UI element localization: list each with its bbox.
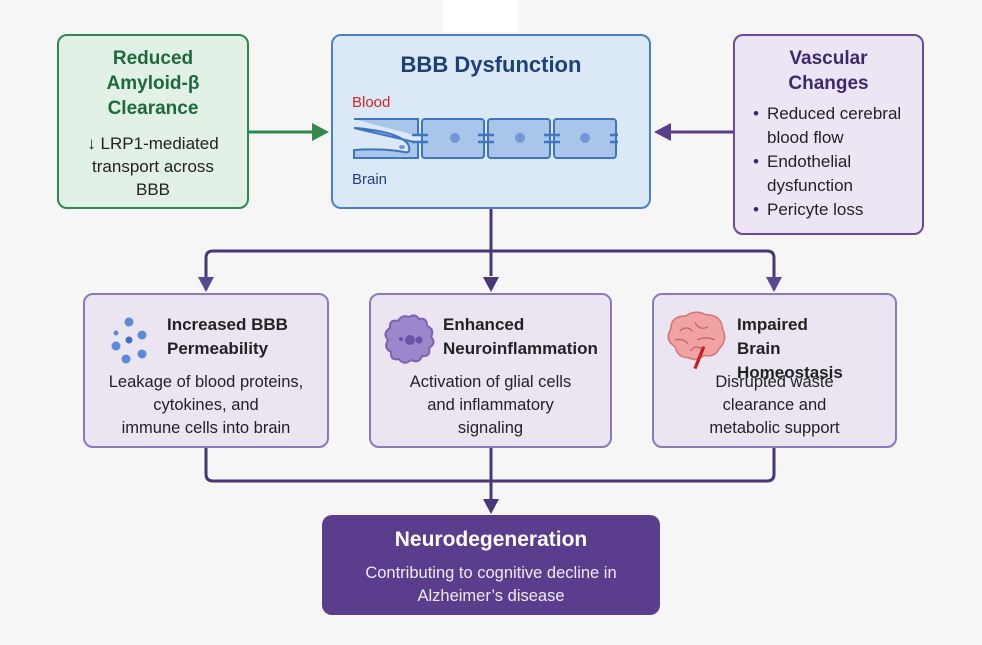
particles-icon [111,317,147,364]
neuroinflammation-box: Enhanced Neuroinflammation Activation of… [369,293,612,448]
amyloid-title: Reduced Amyloid-β Clearance [59,46,247,121]
vascular-list-item: Reduced cerebral blood flow [753,102,914,150]
arrow-amyloid-to-bbb [249,123,329,141]
effect-body-line: Disrupted waste [715,373,834,391]
amyloid-description: ↓ LRP1-mediated transport across BBB [59,132,247,201]
amyloid-title-line: Clearance [107,98,199,119]
top-blank-region [443,0,518,32]
effect-body-line: metabolic support [709,419,840,437]
neurodegeneration-box: Neurodegeneration Contributing to cognit… [322,515,660,615]
effect-body-line: Activation of glial cells [409,373,572,391]
vascular-title-line: Vascular [789,48,868,69]
amyloid-body-line: transport across [92,157,214,176]
effect-body-line: cytokines, and [153,396,259,414]
vascular-list-item: Pericyte loss [753,198,914,222]
vascular-changes-box: Vascular Changes Reduced cerebral blood … [733,34,924,235]
permeability-box: Increased BBB Permeability Leakage of bl… [83,293,329,448]
effect-body-line: clearance and [722,396,827,414]
bbb-dysfunction-box: BBB Dysfunction Blood Brain [331,34,651,209]
effect-title-line: Impaired [737,315,808,334]
effect-title-line: Increased BBB [167,315,288,334]
effect-title-line: Neuroinflammation [443,339,598,358]
effect-body-line: Leakage of blood proteins, [108,373,304,391]
vascular-list: Reduced cerebral blood flow Endothelial … [753,102,914,222]
vascular-title-line: Changes [788,73,869,94]
effect-title-line: Brain Homeostasis [737,339,843,382]
arrow-vascular-to-bbb [654,123,733,141]
endothelial-cells-icon [353,118,618,159]
neuroinflammation-title: Enhanced Neuroinflammation [443,313,604,361]
neurodegeneration-title: Neurodegeneration [394,528,588,551]
glial-cell-icon [384,314,435,364]
effect-body-line: and inflammatory [427,396,554,414]
amyloid-body-line: ↓ LRP1-mediated [87,134,219,153]
amyloid-title-line: Reduced [112,48,194,69]
neuroinflammation-description: Activation of glial cells and inflammato… [371,371,610,440]
brain-label: Brain [352,171,388,188]
bbb-title: BBB Dysfunction [400,52,582,77]
amyloid-body-line: BBB [135,180,171,199]
permeability-description: Leakage of blood proteins, cytokines, an… [85,371,327,440]
effect-body-line: signaling [457,419,524,437]
homeostasis-description: Disrupted waste clearance and metabolic … [654,371,895,440]
neurodegeneration-description: Contributing to cognitive decline in Alz… [322,562,660,608]
outcome-body-line: Contributing to cognitive decline in [365,564,617,582]
blood-label: Blood [352,94,391,111]
effect-body-line: immune cells into brain [121,419,291,437]
arrow-bbb-to-effects [198,209,782,292]
homeostasis-title: Impaired Brain Homeostasis [737,313,889,385]
effect-title-line: Permeability [167,339,269,358]
effect-title-line: Enhanced [443,315,525,334]
amyloid-title-line: Amyloid-β [106,73,200,94]
permeability-title: Increased BBB Permeability [167,313,321,361]
vascular-list-item: Endothelial dysfunction [753,150,914,198]
arrow-effects-to-neurodegeneration [204,448,776,514]
brain-icon [667,311,726,370]
homeostasis-box: Impaired Brain Homeostasis Disrupted was… [652,293,897,448]
amyloid-clearance-box: Reduced Amyloid-β Clearance ↓ LRP1-media… [57,34,249,209]
outcome-body-line: Alzheimer’s disease [417,587,565,605]
vascular-title: Vascular Changes [735,46,922,96]
